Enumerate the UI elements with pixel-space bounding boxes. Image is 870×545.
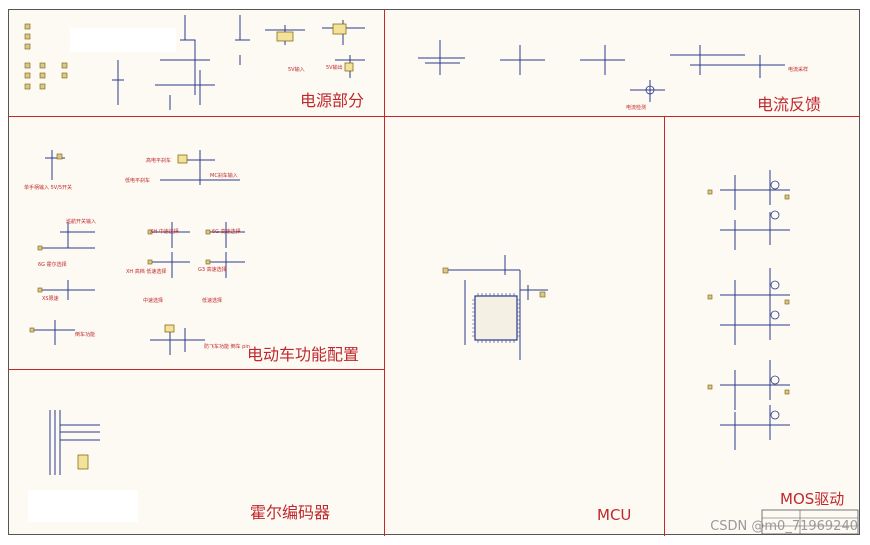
config-label-speed-low: 低速选择 [202,298,223,304]
config-label-throttle: 单手柄输入 5V/5开关 [24,185,73,191]
config-label-xh-low: XH 高档 低速选择 [126,269,167,275]
sheet-frame [8,9,860,535]
config-label-cruise: 巡航开关输入 [66,219,97,225]
bottom-strip-left [400,535,600,545]
section-title-current-feedback: 电流反馈 [757,95,822,114]
section-title-power: 电源部分 [300,91,365,110]
zone-divider-config [8,369,384,370]
zone-divider-top [8,116,860,117]
section-title-ev-config: 电动车功能配置 [247,345,360,364]
section-title-hall: 霍尔编码器 [250,503,331,522]
config-label-speed-mid: 中速选择 [143,298,164,304]
config-label-xh-mid: XH 中速选择 [150,229,179,235]
hall-note-box [28,490,138,522]
power-label-5v-in: 5V输入 [288,67,305,73]
power-label-5v-out: 5V输出 [326,65,343,71]
config-label-mc-signal: MC刹车输入 [210,173,238,179]
config-label-g3-high: G3 高速选择 [198,267,227,273]
config-label-hall-select: 6G 霍尔选择 [38,262,67,268]
section-title-mos: MOS驱动 [780,490,845,508]
zone-divider-power [384,9,385,536]
config-label-reverse: 倒车功能 [75,332,96,338]
config-label-anti-theft: 防飞车功能 倒车 pin [204,344,250,350]
zone-divider-mos [664,116,665,536]
feedback-label-shunt: 电流采样 [788,67,809,73]
section-title-mcu: MCU [597,506,632,524]
config-label-6g: 6G 高速选择 [212,229,241,235]
power-note-box [70,28,176,52]
config-label-xs-sel: XS限速 [42,296,59,302]
csdn-watermark: CSDN @m0_71969240 [710,519,858,534]
feedback-label-current-check: 电流检测 [626,105,647,111]
config-label-brake-high: 高电平刹车 [146,158,172,164]
config-label-brake-low: 低电平刹车 [125,178,151,184]
